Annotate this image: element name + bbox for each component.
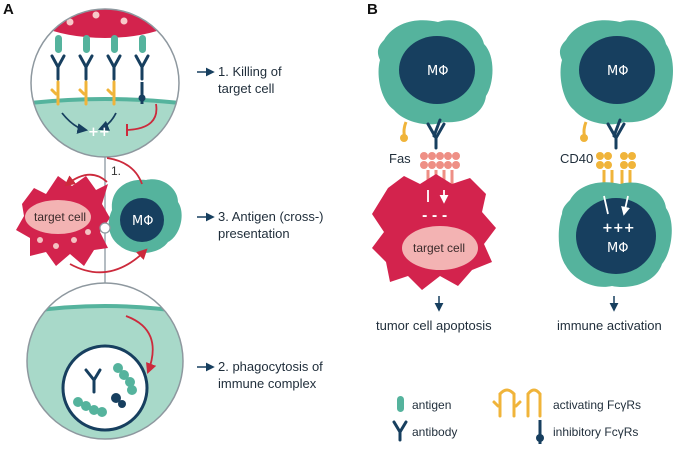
flow-arrow-killing (64, 173, 108, 187)
fas-label: Fas (389, 151, 411, 166)
activation-plus-b: +++ (602, 221, 635, 236)
flow-arrow-presentation (69, 248, 148, 274)
label-presentation-line1: 3. Antigen (cross-) (218, 209, 324, 224)
target-cell-b: - - - target cell (372, 174, 496, 290)
inhibitory-receptor-icon (536, 420, 544, 444)
flow-arrow-killing-start (106, 157, 143, 185)
outcome-apoptosis: tumor cell apoptosis (376, 318, 492, 333)
cd40-receptor-complex: CD40 (560, 118, 636, 186)
legend-antigen-label: antigen (412, 398, 451, 412)
target-cell-a-label: target cell (34, 210, 86, 224)
legend-antibody-label: antibody (412, 425, 457, 439)
apoptosis-minus: - - - (422, 209, 447, 224)
macrophage-b-right-bottom-label: MΦ (607, 241, 628, 256)
label-phagocytosis-line1: 2. phagocytosis of (218, 359, 323, 374)
macrophage-a: MΦ (108, 179, 182, 254)
macrophage-b-left-label: MΦ (427, 64, 448, 79)
macrophage-b-left: MΦ (377, 20, 493, 125)
legend-activating-label: activating FcγRs (553, 398, 641, 412)
label-killing: 1. Killing of target cell (197, 64, 282, 96)
panel-a-label: A (3, 1, 14, 18)
macrophage-a-label: MΦ (132, 214, 153, 229)
fas-receptor-complex: Fas (389, 118, 460, 186)
target-cell-a: target cell (16, 176, 110, 266)
target-cell-b-label: target cell (413, 241, 465, 255)
activating-receptor-icon (492, 388, 542, 418)
legend: antigen antibody activating FcγRs inhibi… (392, 388, 641, 444)
antibody-icon (392, 420, 408, 442)
legend-inhibitory: inhibitory FcγRs (536, 420, 638, 444)
legend-antigen: antigen (397, 396, 451, 412)
cd40-label: CD40 (560, 151, 593, 166)
legend-antibody: antibody (392, 420, 457, 442)
macrophage-b-right-bottom: +++ MΦ (558, 182, 672, 288)
activation-plus: ++ (88, 125, 110, 140)
outcome-activation: immune activation (557, 318, 662, 333)
step-one-label: 1. (111, 164, 121, 178)
macrophage-b-right-top: MΦ (559, 20, 673, 125)
antigen-icon (397, 396, 404, 412)
label-phagocytosis: 2. phagocytosis of immune complex (197, 359, 323, 391)
target-cell-membrane (31, 9, 179, 38)
macrophage-b-right-top-label: MΦ (607, 64, 628, 79)
panel-b-label: B (367, 1, 378, 18)
legend-inhibitory-label: inhibitory FcγRs (553, 425, 638, 439)
label-presentation: 3. Antigen (cross-) presentation (197, 209, 324, 241)
connector-node (99, 222, 111, 234)
label-killing-line1: 1. Killing of (218, 64, 282, 79)
phagocytosis-circle (26, 282, 184, 440)
label-presentation-line2: presentation (218, 226, 290, 241)
label-killing-line2: target cell (218, 81, 274, 96)
legend-activating: activating FcγRs (492, 388, 641, 418)
killing-circle: ++ (30, 8, 180, 158)
label-phagocytosis-line2: immune complex (218, 376, 317, 391)
